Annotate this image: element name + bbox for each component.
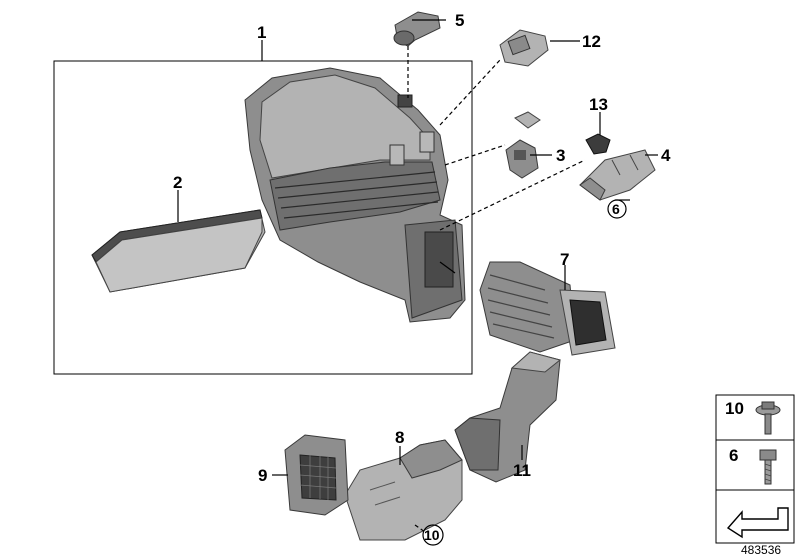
callout-1: 1 xyxy=(257,23,266,42)
air-filter-housing[interactable] xyxy=(244,67,466,323)
callout-8: 8 xyxy=(395,428,404,447)
callout-2: 2 xyxy=(173,173,182,192)
callout-10: 10 xyxy=(424,527,440,543)
callout-7: 7 xyxy=(560,250,569,269)
screw-washer-icon xyxy=(755,401,781,435)
callout-9: 9 xyxy=(258,466,267,485)
callout-3: 3 xyxy=(556,146,565,165)
diagram-number: 483536 xyxy=(741,543,781,557)
callout-13: 13 xyxy=(589,95,608,114)
callout-numbers: 1 2 3 4 5 6 7 8 9 10 11 12 13 xyxy=(173,11,671,546)
part-4[interactable] xyxy=(579,149,656,201)
arrow-icon xyxy=(726,507,789,539)
part-5[interactable] xyxy=(393,11,441,47)
callout-11: 11 xyxy=(513,461,531,480)
part-12[interactable] xyxy=(499,29,549,67)
assembly-frame xyxy=(53,60,473,375)
part-8-duct[interactable] xyxy=(344,439,463,541)
part-13[interactable] xyxy=(585,133,611,155)
legend-item-6-label: 6 xyxy=(729,446,738,465)
part-3[interactable] xyxy=(505,111,541,179)
callout-4: 4 xyxy=(661,146,671,165)
callout-12: 12 xyxy=(582,32,601,51)
filter-element[interactable] xyxy=(91,209,266,293)
part-9-grille[interactable] xyxy=(284,434,349,516)
callout-5: 5 xyxy=(455,11,464,30)
callout-10-circle xyxy=(422,524,444,546)
legend-panel: 10 6 xyxy=(715,394,795,544)
bolt-icon xyxy=(759,449,777,485)
part-7-intake-duct[interactable] xyxy=(479,261,616,356)
callout-6: 6 xyxy=(612,201,620,217)
part-11-intake-pipe[interactable] xyxy=(454,351,562,483)
legend-item-10-label: 10 xyxy=(725,399,744,418)
callout-6-circle xyxy=(607,199,627,219)
leader-lines xyxy=(177,19,658,533)
